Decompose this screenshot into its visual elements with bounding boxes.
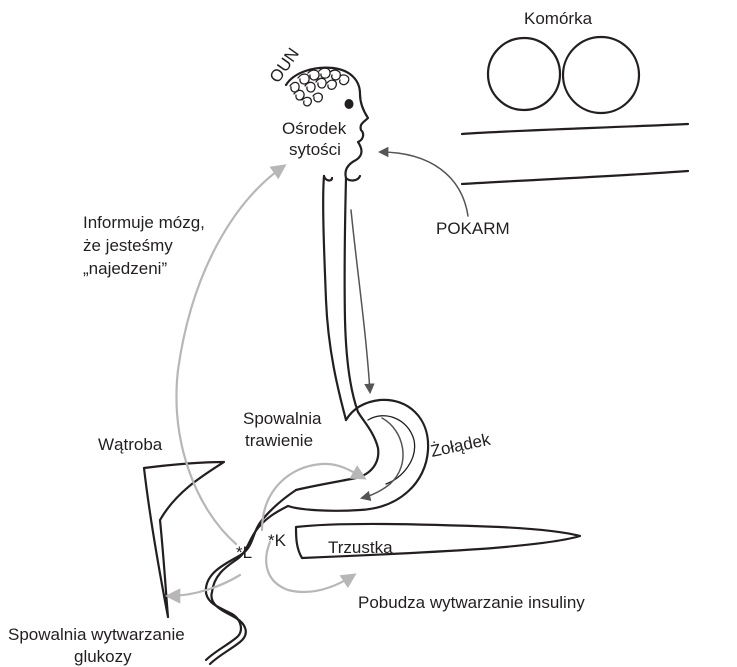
marker-l: *L [236,543,252,562]
cell-circle-left [488,38,560,110]
informs-label-line1: Informuje mózg, [83,213,205,232]
cns-label: OUN [266,44,303,86]
arrow-slows-glucose [168,575,240,596]
eye [345,99,354,109]
cell-membrane-line-top [462,124,688,134]
slows-glucose-label-line2: glukozy [74,647,132,666]
satiety-center-label-line2: sytości [289,140,341,159]
esophagus-drawing [323,176,358,420]
slows-glucose-label-line1: Spowalnia wytwarzanie [8,625,185,644]
arrow-slows-digestion [262,464,364,530]
liver-label: Wątroba [98,435,163,454]
food-label: POKARM [436,219,510,238]
informs-label-line2: że jesteśmy [83,236,173,255]
marker-k: *K [268,531,287,550]
stimulates-insulin-label: Pobudza wytwarzanie insuliny [358,593,585,612]
slows-digestion-label-line2: trawienie [245,431,313,450]
swallow-arrow [351,210,370,392]
esophagus-left-wall [323,176,346,420]
informs-label-line3: „najedzeni” [83,259,167,278]
cell-circle-right [563,37,639,113]
pancreas-label: Trzustka [328,538,393,557]
food-arrow [380,152,468,216]
satiety-center-label-line1: Ośrodek [282,119,347,138]
stomach-label: Żołądek [429,430,493,461]
cell-membrane-line-bottom [462,171,688,184]
neck-left-line [324,176,332,180]
intestine-drawing [206,490,296,664]
slows-digestion-label-line1: Spowalnia [243,409,322,428]
stomach-motion-arrow [362,418,403,498]
cell-drawing [462,37,688,184]
cell-label: Komórka [524,9,593,28]
